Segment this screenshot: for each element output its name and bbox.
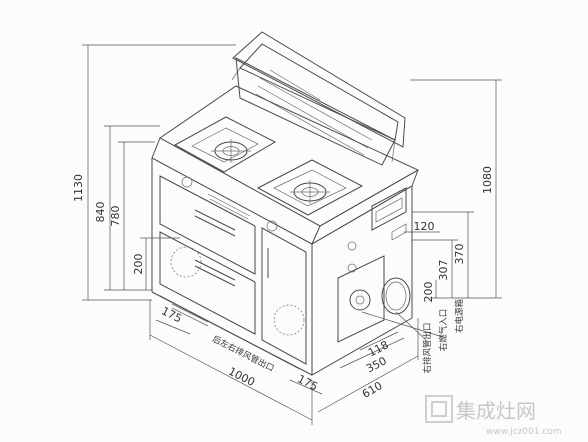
dim-175-left: 175 [159, 304, 184, 325]
dim-350: 350 [364, 354, 389, 375]
watermark-brand: 集成灶网 [456, 399, 536, 423]
dim-175-right: 175 [295, 372, 320, 393]
dimension-lines [82, 44, 502, 425]
dim-307: 307 [437, 260, 450, 281]
cooktop [151, 85, 420, 245]
side-panel [311, 169, 419, 376]
label-right-power: 右电源箱 [454, 299, 465, 334]
dim-1130: 1130 [72, 174, 85, 202]
dim-840: 840 [94, 202, 107, 223]
label-right-outlet: 右排风管出口 [422, 322, 433, 373]
watermark-url: www.jcz001.com [486, 427, 562, 437]
dim-1080: 1080 [481, 166, 494, 194]
dim-1000: 1000 [226, 365, 257, 389]
dim-120: 120 [414, 220, 435, 233]
dim-200-left: 200 [132, 254, 145, 275]
range-hood [231, 31, 406, 166]
dim-780: 780 [109, 206, 122, 227]
label-right-gas-inlet: 右燃气入口 [438, 309, 449, 352]
watermark: 集成灶网 www.jcz001.com [425, 395, 562, 437]
dim-200-right: 200 [422, 282, 435, 303]
dim-370: 370 [453, 244, 466, 265]
dim-610: 610 [360, 379, 385, 401]
